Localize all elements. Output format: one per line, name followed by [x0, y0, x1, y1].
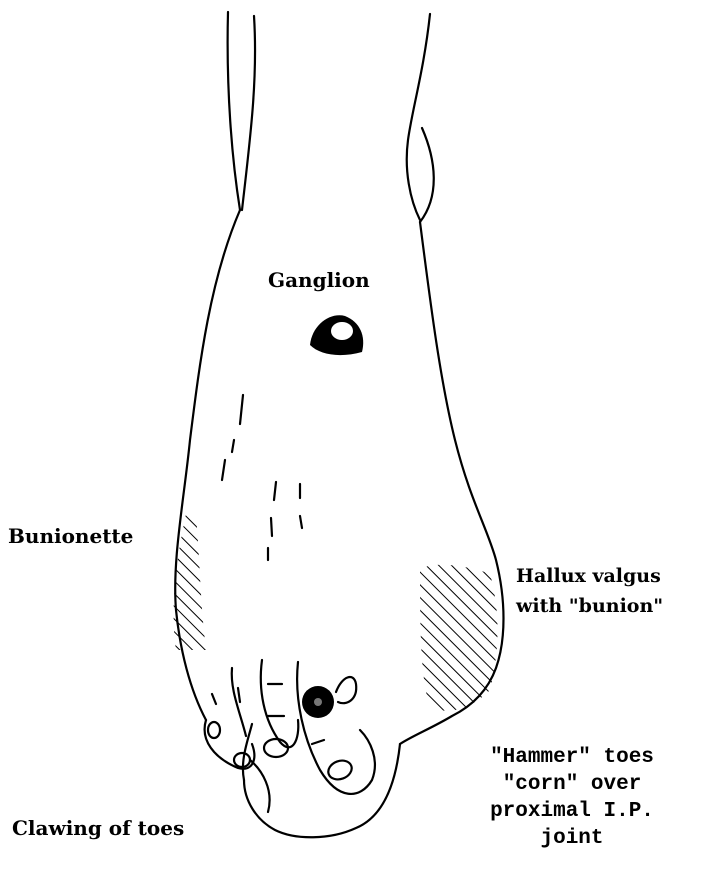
- toe-outline-e: [336, 677, 356, 703]
- toenail-3: [264, 739, 288, 757]
- hammer-toes-label: "Hammer" toes "corn" over proximal I.P. …: [447, 744, 697, 852]
- leg-outline-left: [228, 12, 240, 210]
- hammer-toes-line-1: "Hammer" toes: [447, 744, 697, 771]
- toenail-1: [208, 722, 220, 738]
- clawing-of-toes-label: Clawing of toes: [12, 816, 184, 840]
- hammer-toes-line-2: "corn" over: [447, 771, 697, 798]
- hammer-toes-line-4: joint: [447, 825, 697, 852]
- corn-marker: [302, 686, 334, 718]
- toe-outline-c: [261, 660, 299, 747]
- ganglion-marker: [310, 315, 363, 355]
- bunionette-label: Bunionette: [8, 524, 133, 548]
- toenail-4: [326, 757, 355, 782]
- hammer-toes-line-3: proximal I.P.: [447, 798, 697, 825]
- toe-outline-b: [232, 668, 246, 736]
- ganglion-label: Ganglion: [268, 268, 370, 292]
- big-toe-outline: [244, 744, 400, 837]
- tendon-line-right: [420, 128, 434, 222]
- toe-outline-d: [297, 662, 375, 794]
- tendon-line-left: [242, 16, 255, 210]
- hallux-valgus-label: Hallux valgus with "bunion": [516, 561, 663, 621]
- leg-outline-right: [407, 14, 430, 220]
- hallux-valgus-line-2: with "bunion": [516, 591, 663, 621]
- bunion-hatched-area: [420, 565, 498, 711]
- hallux-valgus-line-1: Hallux valgus: [516, 561, 663, 591]
